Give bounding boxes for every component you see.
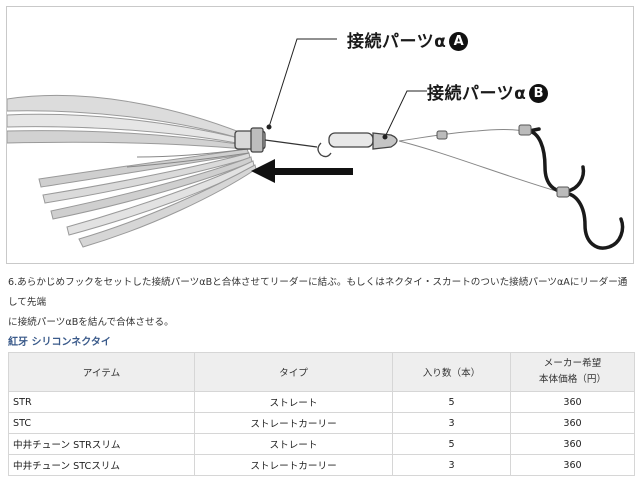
cell-item: STR xyxy=(8,391,195,413)
hook-sleeves xyxy=(436,124,570,198)
cell-type: ストレートカーリー xyxy=(194,454,393,476)
spec-table: アイテム タイプ 入り数（本） メーカー希望 本体価格（円） STR ストレート… xyxy=(8,352,635,476)
cell-item: 中井チューン STCスリム xyxy=(8,454,195,476)
hook-lower xyxy=(561,191,625,250)
header-price-line-2: 本体価格（円） xyxy=(538,374,607,385)
cell-type: ストレート xyxy=(194,391,393,413)
header-item: アイテム xyxy=(8,352,195,392)
badge-b: B xyxy=(529,84,549,103)
cell-item: STC xyxy=(8,412,195,434)
cell-count: 5 xyxy=(392,391,511,413)
cell-price: 360 xyxy=(510,433,635,455)
caption-line-1: 6.あらかじめフックをセットした接続パーツαBと合体させてリーダーに結ぶ。もしく… xyxy=(8,277,628,308)
instruction-caption: 6.あらかじめフックをセットした接続パーツαBと合体させてリーダーに結ぶ。もしく… xyxy=(8,273,634,333)
cell-count: 5 xyxy=(392,433,511,455)
lure-diagram xyxy=(7,38,625,250)
badge-a: A xyxy=(449,32,469,51)
section-title: 紅牙 シリコンネクタイ xyxy=(8,337,111,348)
insert-arrow xyxy=(251,159,353,183)
caption-line-2: に接続パーツαBを結んで合体させる。 xyxy=(8,317,174,328)
header-price-line-1: メーカー希望 xyxy=(543,358,602,369)
table-row: 中井チューン STRスリム ストレート 5 360 xyxy=(8,433,635,455)
connector-a-label-text: 接続パーツα xyxy=(347,32,447,52)
skirt-lower xyxy=(38,148,257,248)
cell-item: 中井チューン STRスリム xyxy=(8,433,195,455)
table-row: STR ストレート 5 360 xyxy=(8,391,635,413)
header-count: 入り数（本） xyxy=(392,352,511,392)
cell-type: ストレートカーリー xyxy=(194,412,393,434)
leader-lines xyxy=(398,129,564,194)
cell-count: 3 xyxy=(392,454,511,476)
connector-b-label-text: 接続パーツα xyxy=(427,84,527,104)
cell-price: 360 xyxy=(510,412,635,434)
table-row: 中井チューン STCスリム ストレートカーリー 3 360 xyxy=(8,454,635,476)
cell-count: 3 xyxy=(392,412,511,434)
table-header-row: アイテム タイプ 入り数（本） メーカー希望 本体価格（円） xyxy=(8,352,635,392)
header-price: メーカー希望 本体価格（円） xyxy=(510,352,635,392)
header-type: タイプ xyxy=(194,352,393,392)
connector-b xyxy=(317,132,398,158)
hook-upper xyxy=(527,127,586,194)
pointer-lines xyxy=(266,38,427,140)
cell-price: 360 xyxy=(510,454,635,476)
table-row: STC ストレートカーリー 3 360 xyxy=(8,412,635,434)
skirt-upper xyxy=(7,94,250,150)
cell-type: ストレート xyxy=(194,433,393,455)
cell-price: 360 xyxy=(510,391,635,413)
connector-a xyxy=(234,127,318,153)
